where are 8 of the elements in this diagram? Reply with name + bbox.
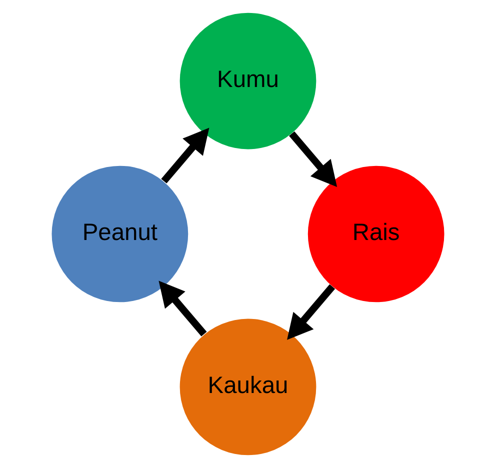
arrow bbox=[158, 280, 206, 336]
node-circle: Kumu bbox=[179, 12, 316, 150]
node-circle: Rais bbox=[307, 166, 444, 302]
node-circle: Kaukau bbox=[179, 318, 316, 456]
arrow bbox=[160, 128, 209, 184]
arrow bbox=[286, 284, 335, 340]
arrow bbox=[288, 131, 337, 187]
node-circle: Peanut bbox=[51, 166, 188, 302]
